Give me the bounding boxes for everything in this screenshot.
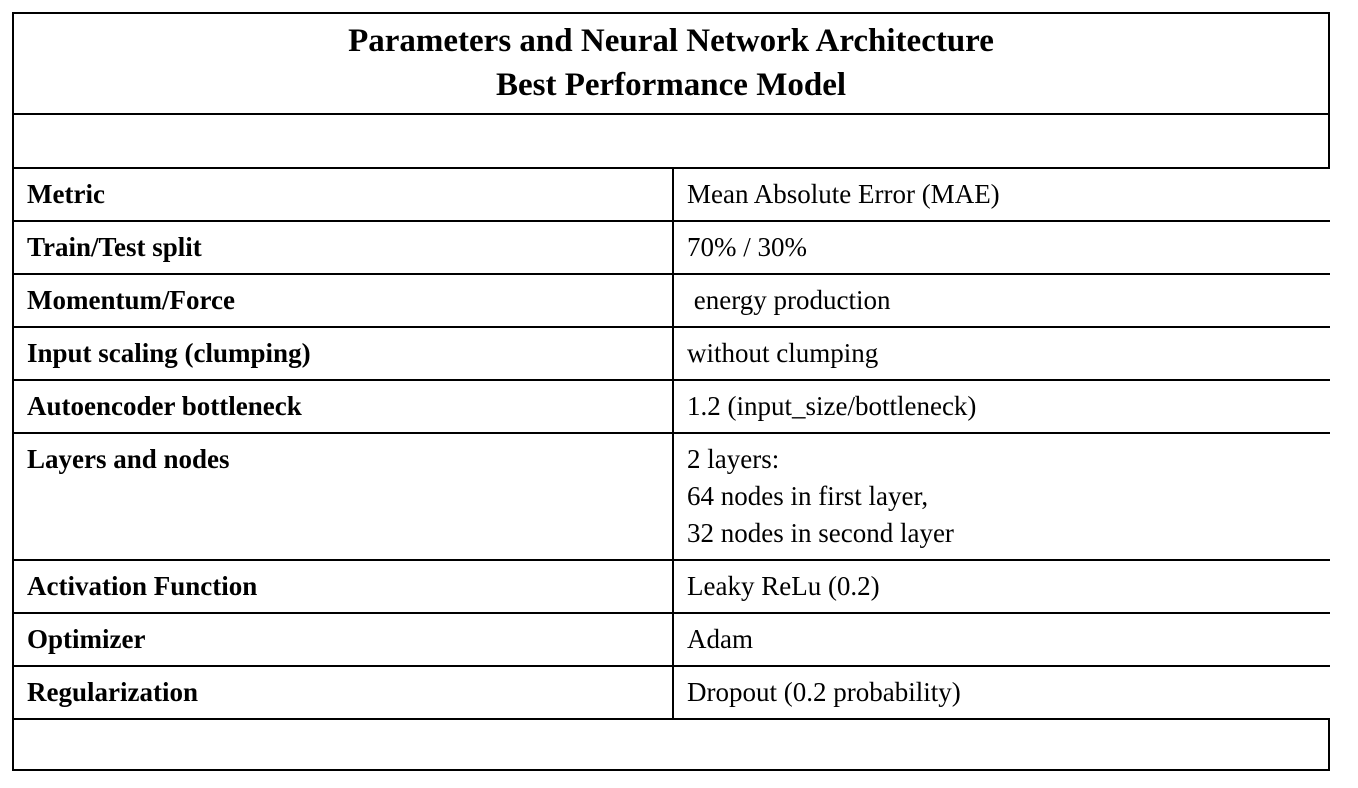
param-value: 70% / 30% <box>687 232 807 262</box>
param-row-activation-function: Activation Function Leaky ReLu (0.2) <box>12 559 1330 612</box>
spacer-row-top <box>12 113 1330 167</box>
param-label: Metric <box>14 169 674 220</box>
table-title: Parameters and Neural Network Architectu… <box>12 12 1330 113</box>
spacer-row-bottom <box>12 718 1330 771</box>
param-label: Optimizer <box>14 614 674 665</box>
param-row-momentum-force: Momentum/Force energy production <box>12 273 1330 326</box>
param-value: 1.2 (input_size/bottleneck) <box>687 391 977 421</box>
param-label: Input scaling (clumping) <box>14 328 674 379</box>
parameters-table: Parameters and Neural Network Architectu… <box>12 12 1330 771</box>
param-label: Layers and nodes <box>14 434 674 559</box>
param-value: without clumping <box>687 338 879 368</box>
param-row-input-scaling: Input scaling (clumping) without clumpin… <box>12 326 1330 379</box>
param-label: Regularization <box>14 667 674 718</box>
param-value: 2 layers: 64 nodes in first layer, 32 no… <box>687 444 954 548</box>
param-row-optimizer: Optimizer Adam <box>12 612 1330 665</box>
table-title-line-1: Parameters and Neural Network Architectu… <box>348 23 994 59</box>
param-value: Mean Absolute Error (MAE) <box>687 179 1000 209</box>
param-value: energy production <box>687 285 891 315</box>
param-label: Activation Function <box>14 561 674 612</box>
param-value: Leaky ReLu (0.2) <box>687 571 880 601</box>
table-title-line-2: Best Performance Model <box>495 67 847 103</box>
param-value: Dropout (0.2 probability) <box>687 677 961 707</box>
param-row-train-test-split: Train/Test split 70% / 30% <box>12 220 1330 273</box>
param-row-autoencoder-bottleneck: Autoencoder bottleneck 1.2 (input_size/b… <box>12 379 1330 432</box>
param-row-layers-and-nodes: Layers and nodes 2 layers: 64 nodes in f… <box>12 432 1330 559</box>
param-row-regularization: Regularization Dropout (0.2 probability) <box>12 665 1330 718</box>
param-label: Train/Test split <box>14 222 674 273</box>
param-label: Autoencoder bottleneck <box>14 381 674 432</box>
param-label: Momentum/Force <box>14 275 674 326</box>
param-row-metric: Metric Mean Absolute Error (MAE) <box>12 167 1330 220</box>
param-value: Adam <box>687 624 753 654</box>
